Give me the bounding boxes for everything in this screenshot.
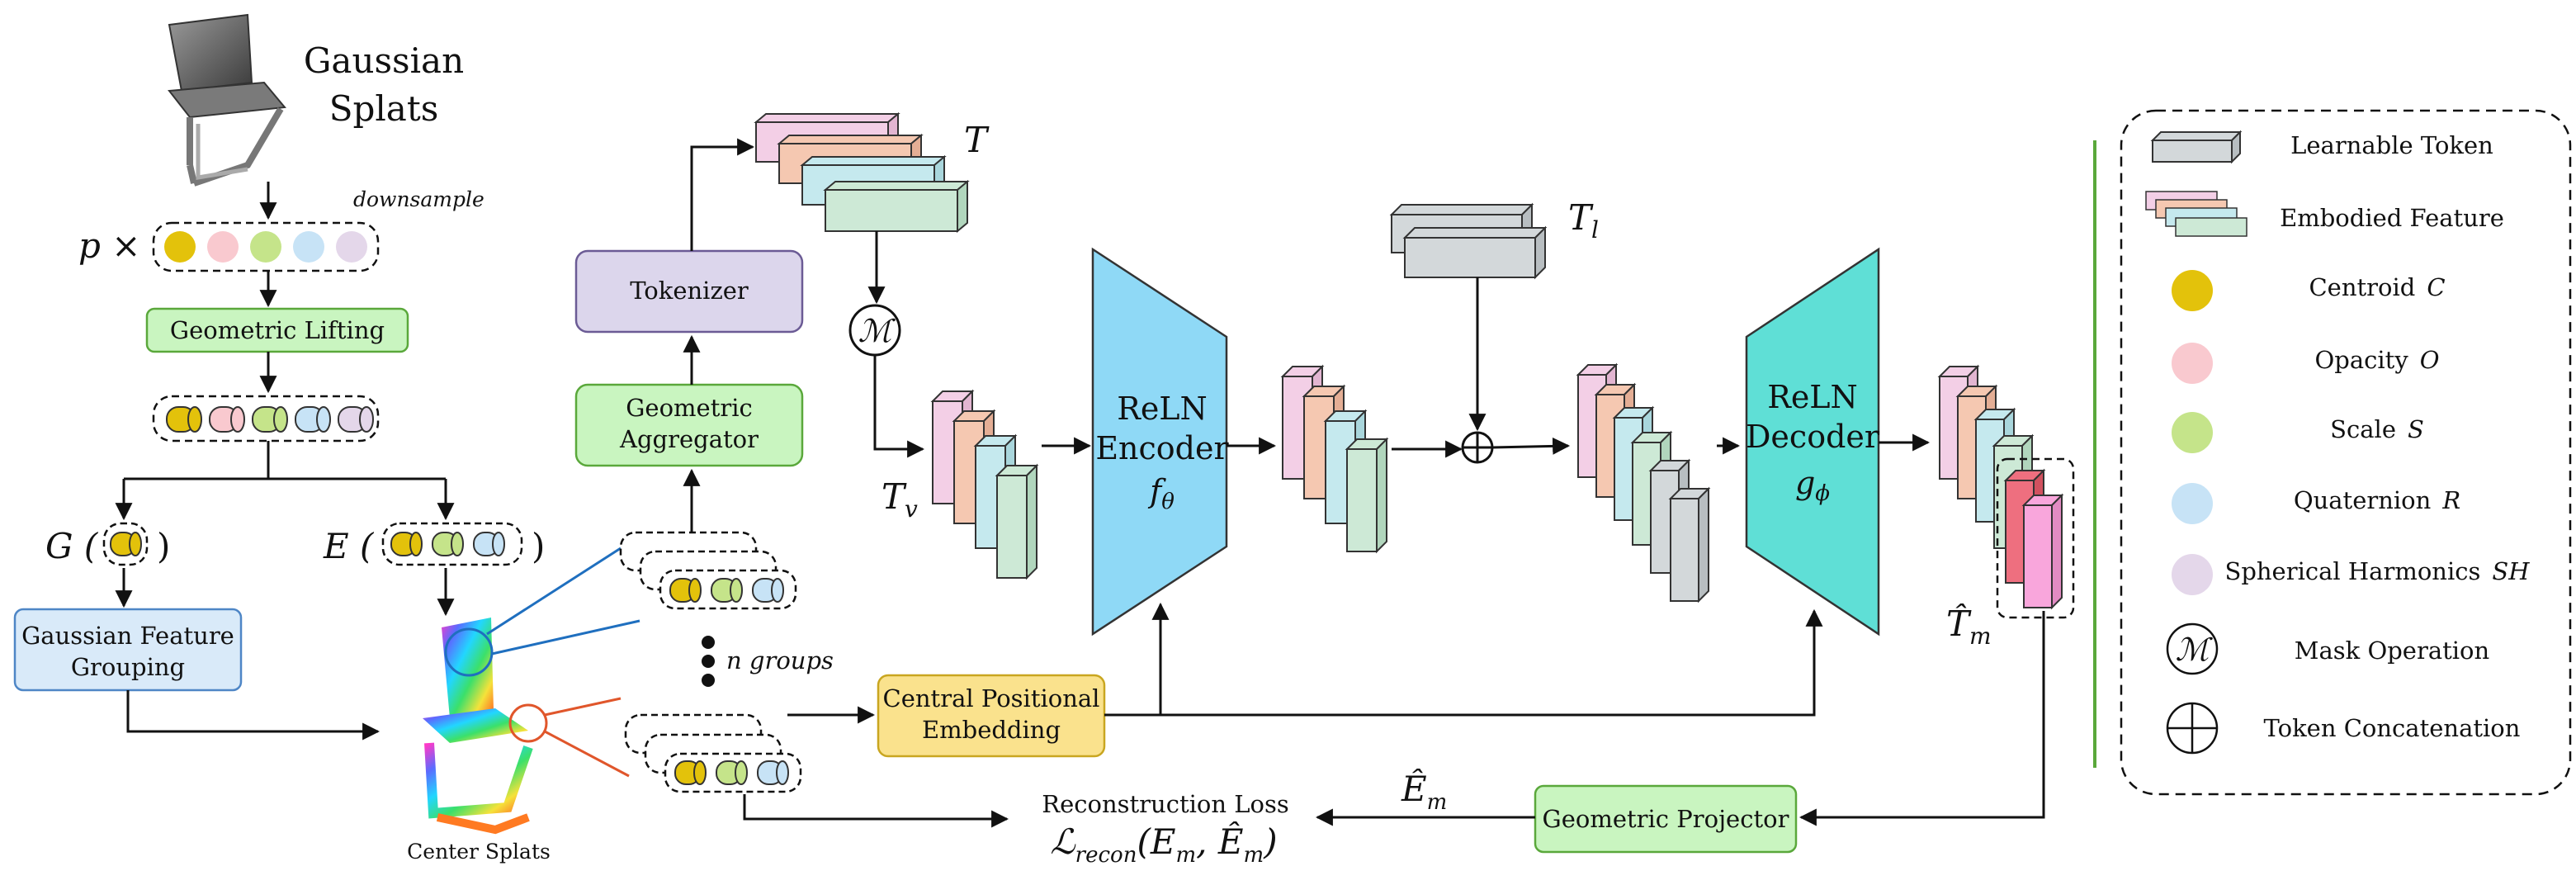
mask-operation-icon: ℳ (848, 304, 901, 357)
colored-chair-point-cloud-icon (423, 618, 548, 835)
center-splats-label: Center Splats (407, 840, 551, 864)
legend-embodied-feature: Embodied Feature (2280, 204, 2504, 232)
t-label: T (964, 120, 990, 160)
legend-opacity-dot (2172, 343, 2213, 384)
encoded-token-stack (1280, 364, 1389, 554)
reln-encoder-trapezoid (1091, 247, 1228, 637)
opacity-dot (207, 231, 239, 263)
legend-learnable-token-swatch (2150, 130, 2243, 164)
svg-text:ℳ: ℳ (2176, 632, 2214, 668)
reln-decoder-trapezoid (1745, 247, 1880, 637)
lifted-cylinders (166, 406, 374, 433)
loss-formula: ℒrecon(Em, Êm) (1050, 821, 1277, 868)
legend-learnable-token: Learnable Token (2290, 131, 2493, 159)
legend-mask-operation: Mask Operation (2295, 637, 2489, 665)
masked-output-group (1996, 457, 2075, 619)
n-groups-label: n groups (726, 646, 834, 674)
tl-token-stack (1389, 202, 1548, 280)
projector-label: Geometric Projector (1543, 805, 1789, 833)
legend-centroid-dot (2172, 270, 2213, 311)
gfg-label-1: Gaussian Feature (21, 622, 234, 650)
concatenation-icon (1461, 431, 1494, 464)
gaussian-title-2: Splats (329, 88, 439, 129)
geometric-lifting-label: Geometric Lifting (170, 316, 385, 344)
t-token-stack (754, 111, 970, 234)
tokenizer-label: Tokenizer (630, 277, 749, 305)
legend-token-concatenation: Token Concatenation (2264, 714, 2521, 742)
tv-token-stack (930, 389, 1039, 580)
legend-concatenation-icon (2166, 702, 2219, 755)
concatenated-token-stack (1576, 362, 1711, 603)
e-label: E ( (323, 526, 375, 566)
legend-scale-dot (2172, 412, 2213, 453)
downsample-label: downsample (353, 187, 484, 211)
decoder-label-1: ReLN (1767, 379, 1858, 415)
decoder-label-2: Decoder (1746, 419, 1880, 455)
tv-label: Tv (882, 476, 918, 523)
cpe-label-2: Embedding (922, 716, 1061, 744)
tm-label: T̂m (1946, 602, 1992, 650)
scale-dot (250, 231, 281, 263)
attribute-group (152, 221, 380, 272)
centroid-dot (164, 231, 196, 263)
g-close-paren: ) (157, 526, 170, 566)
g-label: G ( (45, 526, 99, 566)
geometric-lifting-box (145, 307, 409, 353)
quaternion-dot (293, 231, 324, 263)
group-tokens-top (619, 531, 797, 610)
mask-symbol: ℳ (858, 313, 896, 349)
encoder-label-2: Encoder (1095, 430, 1229, 466)
gaussian-title-1: Gaussian (304, 40, 464, 81)
cpe-label-1: Central Positional (883, 684, 1100, 712)
legend-quaternion-dot (2172, 483, 2213, 524)
loss-title: Reconstruction Loss (1042, 790, 1288, 818)
tl-label: Tl (1568, 197, 1599, 244)
em-label: Êm (1401, 768, 1447, 815)
legend-box (2120, 109, 2572, 796)
decoder-symbol: gϕ (1795, 465, 1830, 506)
tokenizer-box (574, 249, 804, 334)
geometric-aggregator-box (574, 383, 804, 467)
legend-embodied-feature-swatch (2145, 191, 2248, 237)
sh-dot (336, 231, 367, 263)
gfg-label-2: Grouping (71, 653, 185, 681)
group-tokens-bottom (624, 713, 802, 793)
geometric-projector-box (1534, 784, 1798, 854)
e-close-paren: ) (532, 526, 545, 566)
legend-mask-operation-icon: ℳ (2166, 622, 2219, 675)
p-times-label: p × (78, 225, 140, 266)
chair-splat-icon (168, 13, 286, 187)
aggregator-label-2: Aggregator (619, 425, 759, 453)
legend-sh-dot (2172, 554, 2213, 595)
masked-output-tokens (2003, 468, 2064, 610)
encoder-label-1: ReLN (1117, 390, 1208, 427)
aggregator-label-1: Geometric (626, 394, 752, 422)
